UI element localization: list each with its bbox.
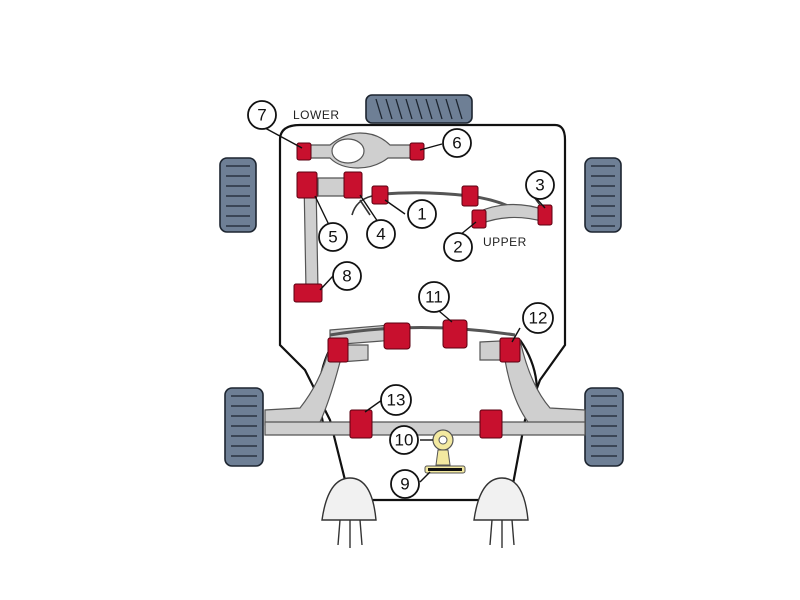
svg-text:7: 7 — [257, 106, 266, 125]
label-lower: LOWER — [293, 108, 340, 122]
tyre-rear-left — [224, 387, 264, 467]
leader-lines — [264, 127, 546, 483]
svg-text:2: 2 — [453, 238, 462, 257]
svg-text:10: 10 — [395, 431, 414, 450]
callout-7: 7 — [247, 100, 277, 130]
callout-2: 2 — [443, 232, 473, 262]
callout-9: 9 — [390, 469, 420, 499]
callout-10: 10 — [389, 425, 419, 455]
callout-12: 12 — [522, 302, 554, 334]
callout-3: 3 — [525, 170, 555, 200]
svg-text:9: 9 — [400, 475, 409, 494]
svg-text:13: 13 — [387, 391, 406, 410]
svg-text:12: 12 — [529, 309, 548, 328]
callout-1: 1 — [407, 199, 437, 229]
callout-5: 5 — [318, 222, 348, 252]
tyre-front-left — [219, 157, 257, 233]
tyre-top — [365, 94, 473, 124]
rear-crossmember — [264, 409, 586, 439]
front-anti-roll-bar — [293, 171, 521, 303]
svg-text:1: 1 — [417, 205, 426, 224]
front-upper-arm — [471, 174, 553, 229]
svg-text:5: 5 — [328, 228, 337, 247]
svg-text:4: 4 — [376, 225, 385, 244]
front-lower-arm — [296, 132, 425, 169]
svg-text:8: 8 — [342, 267, 351, 286]
callout-11: 11 — [418, 281, 450, 313]
label-upper: UPPER — [483, 235, 527, 249]
tyre-rear-right — [584, 387, 624, 467]
tyre-front-right — [584, 157, 622, 233]
callout-4: 4 — [366, 219, 396, 249]
callout-6: 6 — [442, 128, 472, 158]
callout-13: 13 — [380, 384, 412, 416]
svg-text:11: 11 — [425, 288, 443, 307]
exhaust-mount — [424, 429, 466, 474]
svg-text:3: 3 — [535, 176, 544, 195]
callout-8: 8 — [332, 261, 362, 291]
svg-text:6: 6 — [452, 134, 461, 153]
rear-lamp-left — [321, 477, 377, 548]
rear-lamp-right — [473, 477, 529, 548]
